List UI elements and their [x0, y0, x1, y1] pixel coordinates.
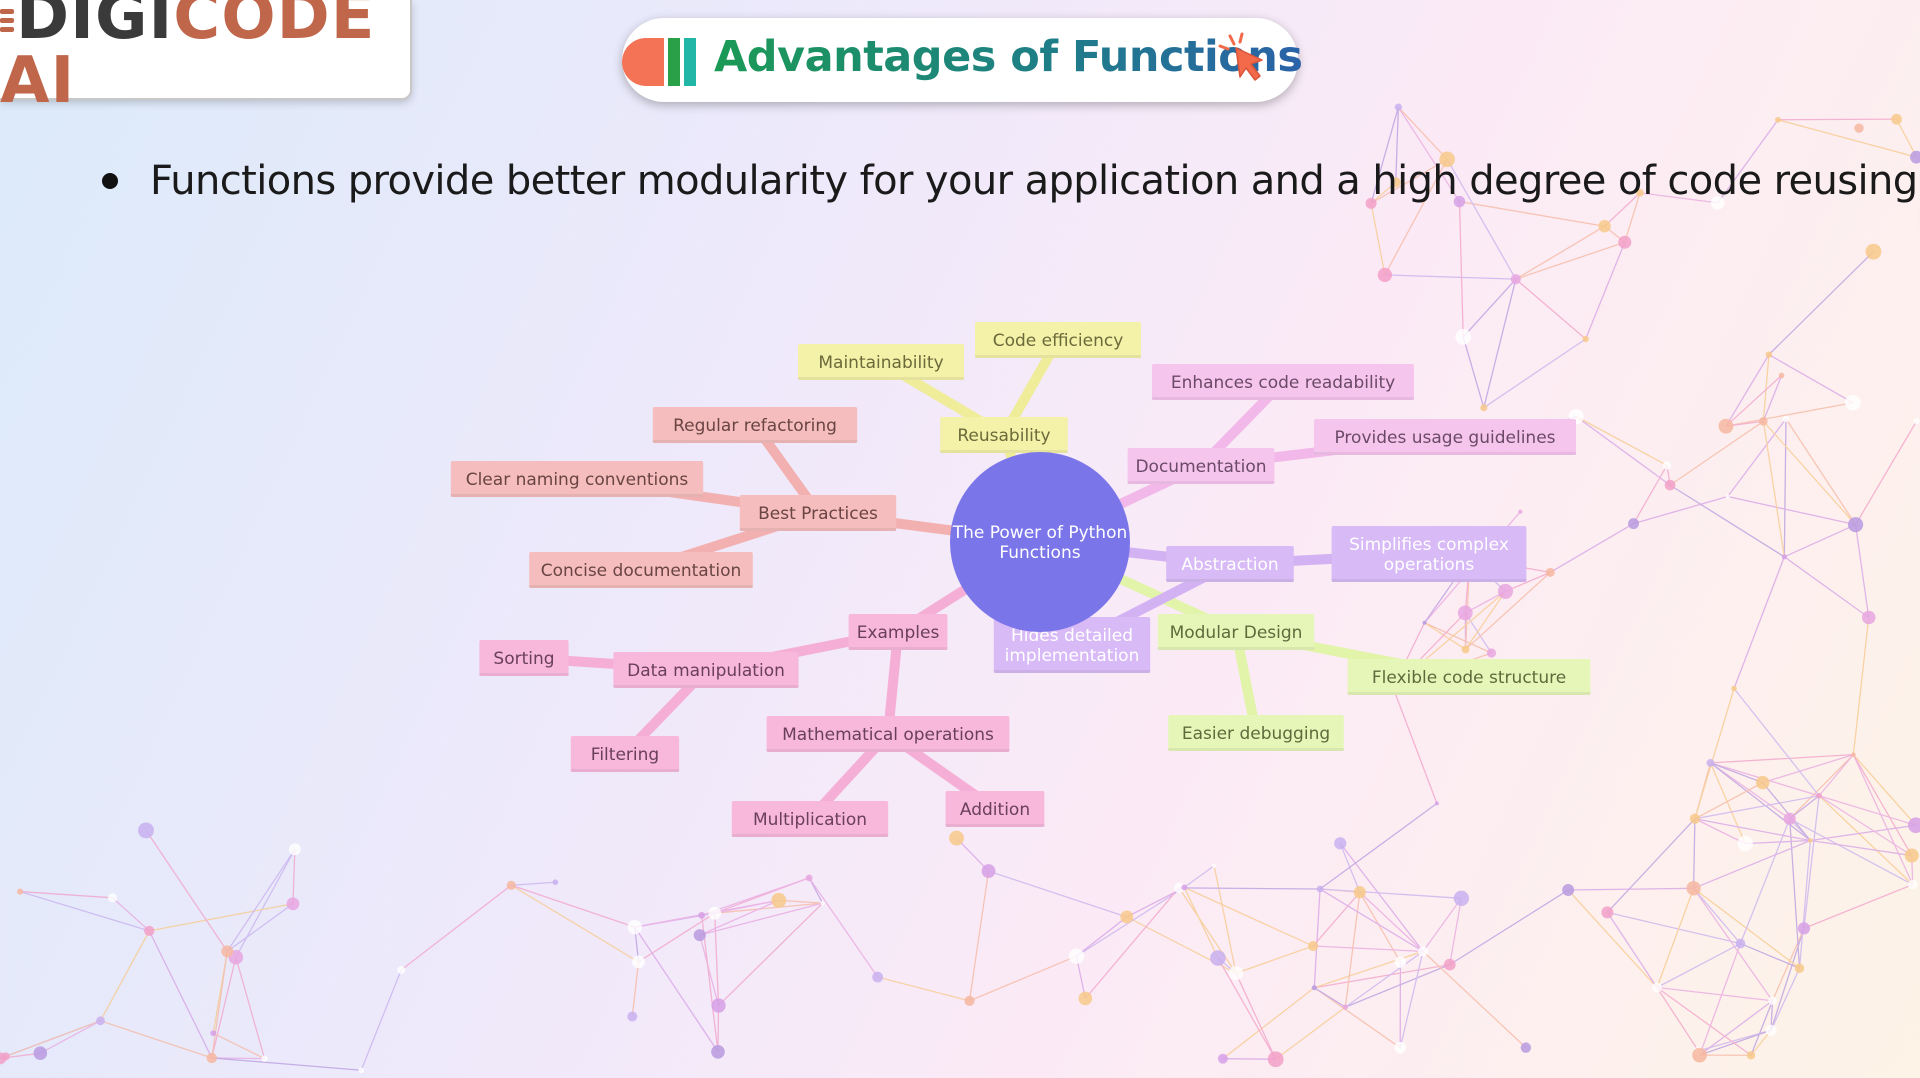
node-maintainability: Maintainability — [798, 344, 964, 380]
root-circle — [950, 452, 1130, 632]
logo-text-part2: CODE AI — [0, 0, 376, 118]
node-box — [940, 417, 1068, 453]
node-addition: Addition — [945, 791, 1045, 827]
title-color-bars-icon — [622, 38, 702, 86]
node-box — [570, 736, 680, 772]
node-mathematical-operations: Mathematical operations — [766, 716, 1010, 752]
node-filtering: Filtering — [570, 736, 680, 772]
node-box — [945, 791, 1045, 827]
node-label: Filtering — [591, 745, 659, 765]
node-label: Reusability — [957, 426, 1050, 446]
node-box — [766, 716, 1010, 752]
root-label: Functions — [999, 543, 1080, 563]
node-label: Best Practices — [758, 504, 878, 524]
node-label: Enhances code readability — [1171, 373, 1395, 393]
node-box — [1157, 614, 1315, 650]
node-label: Sorting — [493, 649, 554, 669]
node-box — [1331, 526, 1527, 582]
node-flexible-code-structure: Flexible code structure — [1347, 659, 1591, 695]
node-label: Flexible code structure — [1372, 668, 1566, 688]
mind-map-nodes: Reusability Maintainability Code efficienc… — [450, 322, 1591, 837]
node-box — [1347, 659, 1591, 695]
node-data-manipulation: Data manipulation — [613, 652, 799, 688]
node-box — [848, 614, 948, 650]
logo-text-part1: DIGI — [16, 0, 174, 54]
node-label: Clear naming conventions — [466, 470, 689, 490]
node-box — [529, 552, 753, 588]
node-box — [731, 801, 889, 837]
node-provides-usage-guidelines: Provides usage guidelines — [1314, 419, 1576, 455]
node-clear-naming-conventions: Clear naming conventions — [450, 461, 704, 497]
node-documentation: Documentation — [1127, 448, 1275, 484]
node-label: Mathematical operations — [782, 725, 994, 745]
node-box — [739, 495, 897, 531]
node-label: Data manipulation — [627, 661, 785, 681]
logo-speed-lines-icon — [0, 5, 14, 36]
node-sorting: Sorting — [479, 640, 569, 676]
node-box — [1166, 546, 1294, 582]
node-label: Documentation — [1135, 457, 1266, 477]
node-regular-refactoring: Regular refactoring — [652, 407, 858, 443]
node-label: Provides usage guidelines — [1334, 428, 1555, 448]
cursor-click-icon — [1218, 32, 1263, 81]
node-box — [1168, 715, 1344, 751]
node-box — [1127, 448, 1275, 484]
node-label: Maintainability — [818, 353, 943, 373]
node-label: Easier debugging — [1182, 724, 1330, 744]
node-box — [613, 652, 799, 688]
node-label: implementation — [1005, 646, 1140, 666]
page-title: Advantages of Functions — [714, 32, 1303, 82]
root-label: The Power of Python — [952, 523, 1128, 543]
bullet-text: Functions provide better modularity for … — [150, 158, 1920, 204]
node-label: Multiplication — [753, 810, 867, 830]
node-label: Code efficiency — [993, 331, 1124, 351]
node-multiplication: Multiplication — [731, 801, 889, 837]
bullet-dot-icon — [102, 173, 118, 189]
node-best-practices: Best Practices — [739, 495, 897, 531]
logo-text: DIGICODE AI — [0, 0, 410, 113]
node-examples: Examples — [848, 614, 948, 650]
node-label: Modular Design — [1170, 623, 1303, 643]
node-label: Concise documentation — [541, 561, 742, 581]
node-label: operations — [1384, 555, 1475, 575]
node-reusability: Reusability — [940, 417, 1068, 453]
node-box — [798, 344, 964, 380]
node-box — [975, 322, 1141, 358]
title-banner: Advantages of Functions — [622, 18, 1303, 102]
node-box — [1152, 364, 1414, 400]
node-label: Regular refactoring — [673, 416, 837, 436]
node-label: Examples — [857, 623, 940, 643]
node-enhances-code-readability: Enhances code readability — [1152, 364, 1414, 400]
node-concise-documentation: Concise documentation — [529, 552, 753, 588]
node-box — [1314, 419, 1576, 455]
network-nodes — [0, 103, 1920, 1074]
node-modular-design: Modular Design — [1157, 614, 1315, 650]
node-easier-debugging: Easier debugging — [1168, 715, 1344, 751]
node-box — [652, 407, 858, 443]
node-code-efficiency: Code efficiency — [975, 322, 1141, 358]
node-box — [479, 640, 569, 676]
node-label: Addition — [960, 800, 1030, 820]
bullet-point: Functions provide better modularity for … — [102, 158, 1920, 204]
node-label: Abstraction — [1181, 555, 1278, 575]
node-label: Simplifies complex — [1349, 535, 1509, 555]
node-box — [450, 461, 704, 497]
node-abstraction: Abstraction — [1166, 546, 1294, 582]
logo: DIGICODE AI — [0, 0, 412, 113]
